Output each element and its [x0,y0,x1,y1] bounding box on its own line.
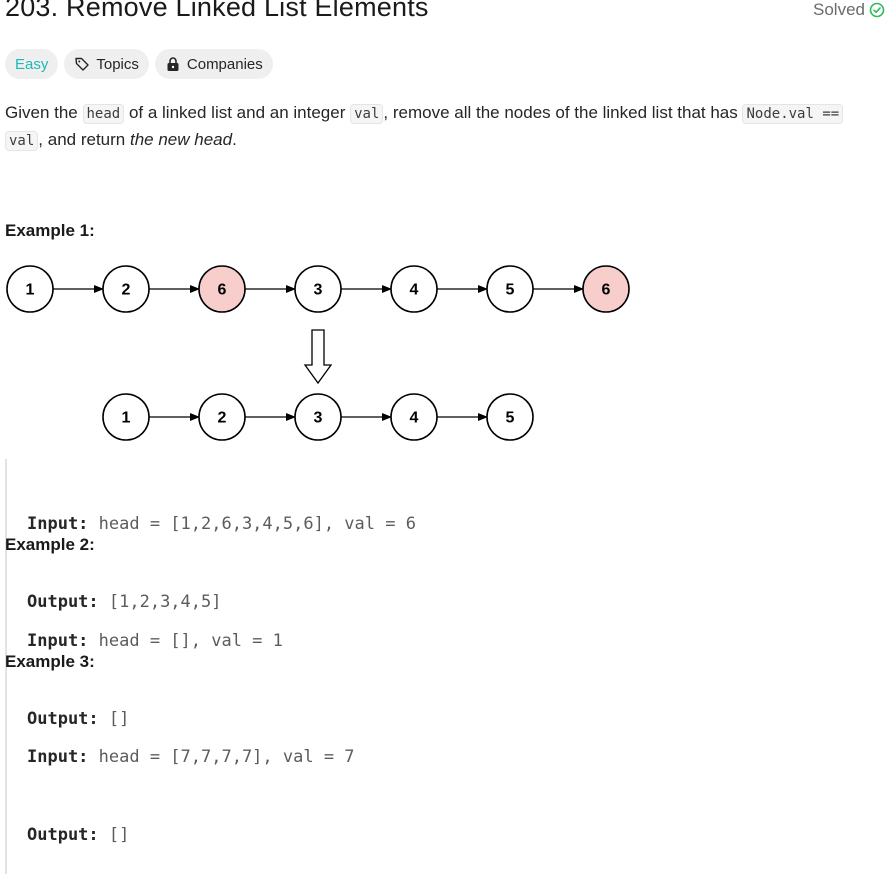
inline-code-val: val [350,104,384,124]
solved-label: Solved [813,0,865,19]
lock-icon [167,57,179,71]
top-list-node-label: 1 [26,282,35,299]
example-3-block: Input: head = [7,7,7,7], val = 7 Output:… [5,692,355,874]
example-3-heading: Example 3: [5,652,95,671]
desc-text: , remove all the nodes of the linked lis… [383,103,743,122]
tag-icon [75,57,90,71]
top-list-node [486,265,534,313]
top-list-node-label: 6 [602,282,611,299]
top-list-node-label: 2 [122,282,131,299]
top-list-node [6,265,54,313]
top-list-node [582,265,630,313]
linked-list-diagram: 1 2 6 3 4 5 6 1 2 3 4 5 [6,265,630,441]
input-value: head = [1,2,6,3,4,5,6], val = 6 [88,514,416,534]
top-list-node [294,265,342,313]
example-1-input: Input: head = [1,2,6,3,4,5,6], val = 6 [27,511,416,537]
output-label: Output: [27,592,99,612]
difficulty-label: Easy [15,55,49,73]
desc-emphasis: the new head [129,130,233,149]
top-list-node-label: 6 [218,282,227,299]
desc-text: of a linked list and an integer [124,103,351,122]
example-2-input: Input: head = [], val = 1 [27,628,283,654]
top-list-node [390,265,438,313]
desc-text: . [232,130,237,149]
bottom-list-node [198,393,246,441]
example-2-heading: Example 2: [5,535,95,554]
bottom-list-node [390,393,438,441]
input-value: head = [], val = 1 [88,631,283,651]
input-label: Input: [27,631,89,651]
companies-button[interactable]: Companies [154,49,273,79]
bottom-list-node [486,393,534,441]
bottom-list-node [294,393,342,441]
bottom-list-node-label: 4 [410,410,419,427]
output-label: Output: [27,709,99,729]
output-value: [1,2,3,4,5] [98,592,222,612]
bottom-list-node [102,393,150,441]
inline-code-node-val: Node.val == [742,104,844,124]
input-label: Input: [27,514,89,534]
example-2-block: Input: head = [], val = 1 Output: [] [5,576,283,758]
difficulty-badge[interactable]: Easy [5,49,59,79]
bottom-list-node-label: 5 [506,410,515,427]
tag-bar: Easy Topics Companies [5,49,273,79]
input-label: Input: [27,747,89,767]
output-value: [] [98,709,130,729]
input-value: head = [7,7,7,7], val = 7 [88,747,355,767]
companies-label: Companies [186,55,263,73]
top-list-node-label: 5 [506,282,515,299]
problem-description: Given the head of a linked list and an i… [5,100,883,154]
topics-button[interactable]: Topics [64,49,149,79]
problem-title: 203. Remove Linked List Elements [5,0,429,22]
example-1-output: Output: [1,2,3,4,5] [27,589,416,615]
inline-code-val-2: val [5,131,39,151]
desc-text: , and return [38,130,130,149]
desc-text: Given the [5,103,83,122]
inline-code-head: head [82,104,125,124]
top-list-node [102,265,150,313]
example-1-block: Input: head = [1,2,6,3,4,5,6], val = 6 O… [5,459,416,641]
top-list-node-label: 4 [410,282,419,299]
down-arrow-icon [303,329,333,385]
bottom-list-node-label: 2 [218,410,227,427]
top-list-node-label: 3 [314,282,323,299]
example-2-output: Output: [] [27,706,283,732]
output-label: Output: [27,825,99,845]
example-3-input: Input: head = [7,7,7,7], val = 7 [27,744,355,770]
bottom-list-node-label: 1 [122,410,131,427]
bottom-list-node-label: 3 [314,410,323,427]
check-circle-icon [869,2,885,18]
solved-status: Solved [813,0,885,20]
example-1-heading: Example 1: [5,221,95,240]
topics-label: Topics [96,55,139,73]
top-list-node [198,265,246,313]
example-3-output: Output: [] [27,822,355,848]
output-value: [] [98,825,130,845]
